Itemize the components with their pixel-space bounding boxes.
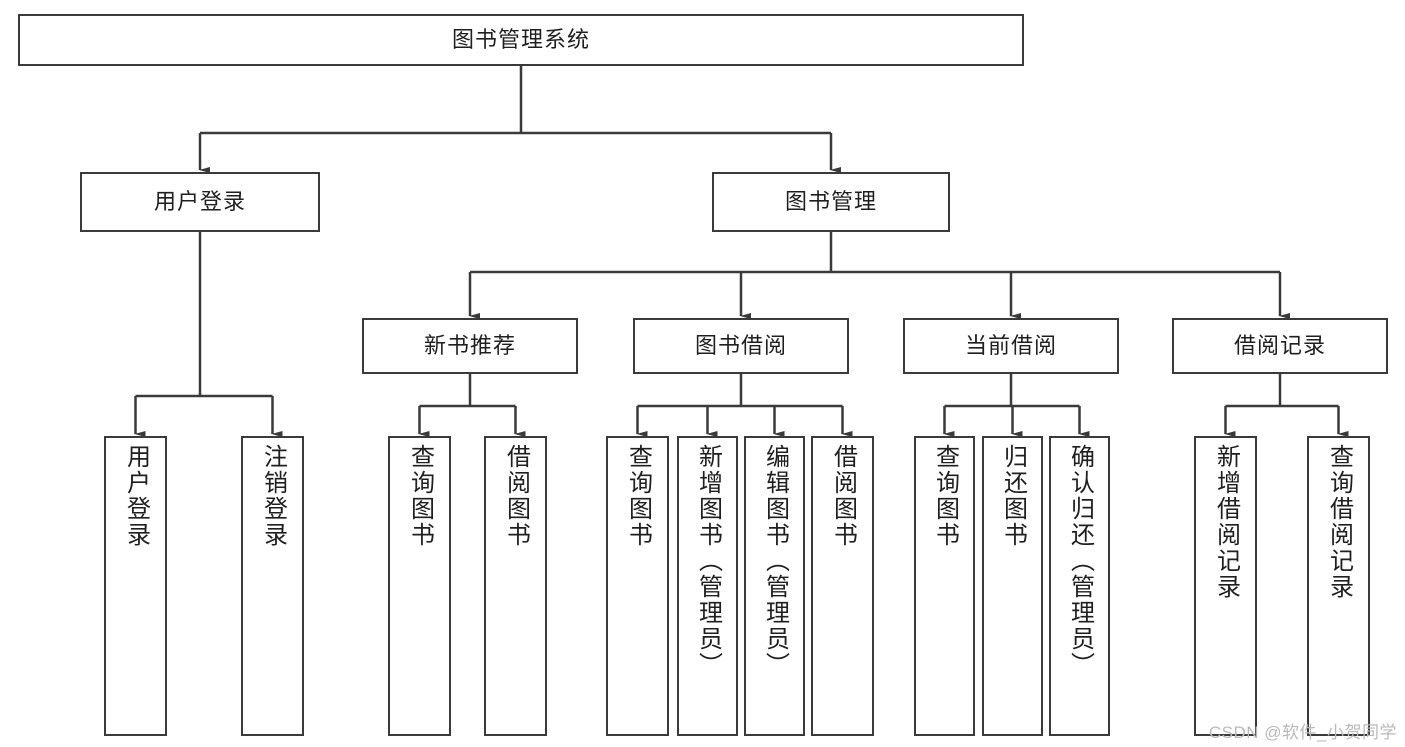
node-user-login[interactable]: 用户登录 xyxy=(80,172,320,232)
node-leaf-br-query[interactable]: 查询借阅记录 xyxy=(1307,436,1370,736)
node-label: 确认归还（管理员） xyxy=(1066,444,1094,678)
node-new-book-rec[interactable]: 新书推荐 xyxy=(362,318,578,374)
node-leaf-rec-borrow[interactable]: 借阅图书 xyxy=(484,436,547,736)
node-leaf-bb-add[interactable]: 新增图书（管理员） xyxy=(677,436,738,736)
node-label: 编辑图书（管理员） xyxy=(761,444,789,678)
node-label: 图书管理系统 xyxy=(451,26,590,52)
node-leaf-bb-borrow[interactable]: 借阅图书 xyxy=(811,436,874,736)
node-label: 查询借阅记录 xyxy=(1325,444,1353,600)
node-label: 新书推荐 xyxy=(423,332,516,358)
node-leaf-cb-confirm[interactable]: 确认归还（管理员） xyxy=(1049,436,1110,736)
node-label: 归还图书 xyxy=(999,444,1027,548)
node-label: 当前借阅 xyxy=(964,332,1057,358)
node-book-borrow[interactable]: 图书借阅 xyxy=(633,318,849,374)
node-leaf-rec-query[interactable]: 查询图书 xyxy=(388,436,451,736)
node-label: 用户登录 xyxy=(153,188,246,214)
node-leaf-cb-return[interactable]: 归还图书 xyxy=(982,436,1043,736)
node-label: 借阅图书 xyxy=(502,444,530,548)
node-book-manage[interactable]: 图书管理 xyxy=(712,172,950,232)
node-leaf-user-logout[interactable]: 注销登录 xyxy=(241,436,304,736)
node-current-borrow[interactable]: 当前借阅 xyxy=(903,318,1119,374)
node-label: 借阅图书 xyxy=(829,444,857,548)
node-label: 图书管理 xyxy=(784,188,877,214)
edge-paths xyxy=(134,66,1349,437)
node-borrow-record[interactable]: 借阅记录 xyxy=(1172,318,1388,374)
node-leaf-br-add[interactable]: 新增借阅记录 xyxy=(1194,436,1257,736)
node-leaf-user-login[interactable]: 用户登录 xyxy=(104,436,167,736)
node-label: 图书借阅 xyxy=(694,332,787,358)
node-label: 新增借阅记录 xyxy=(1212,444,1240,600)
watermark-text: CSDN @软件_小贺同学 xyxy=(1208,723,1397,742)
node-label: 注销登录 xyxy=(259,444,287,548)
node-leaf-bb-edit[interactable]: 编辑图书（管理员） xyxy=(744,436,805,736)
node-label: 借阅记录 xyxy=(1233,332,1326,358)
node-label: 查询图书 xyxy=(931,444,959,548)
node-root[interactable]: 图书管理系统 xyxy=(18,14,1024,66)
node-label: 查询图书 xyxy=(624,444,652,548)
node-leaf-bb-query[interactable]: 查询图书 xyxy=(606,436,669,736)
node-label: 查询图书 xyxy=(406,444,434,548)
node-label: 用户登录 xyxy=(122,444,150,548)
node-label: 新增图书（管理员） xyxy=(694,444,722,678)
node-leaf-cb-query[interactable]: 查询图书 xyxy=(914,436,975,736)
